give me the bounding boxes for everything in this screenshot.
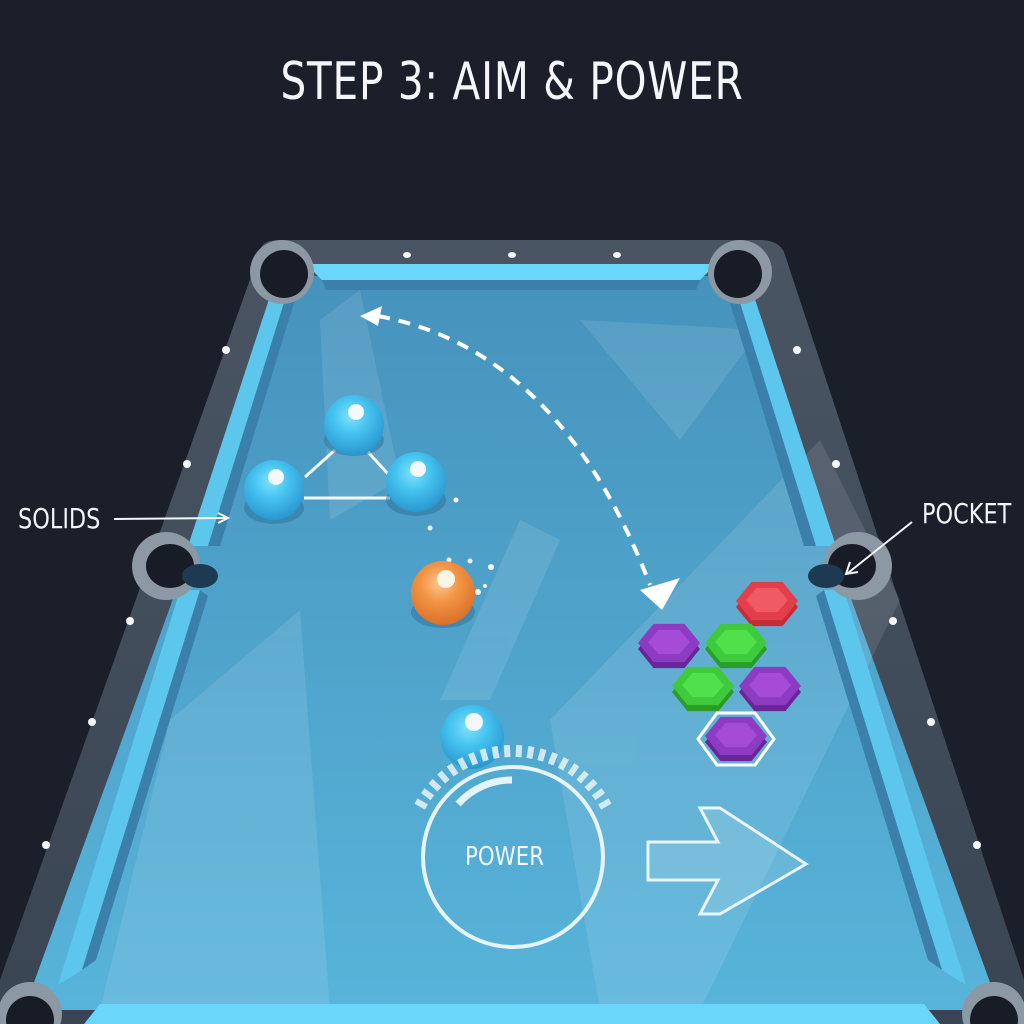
next-arrow-icon [646, 806, 809, 916]
arrowhead-top-icon [360, 306, 382, 326]
cushion-top [306, 264, 716, 280]
sparkles [427, 497, 494, 595]
pockets [0, 240, 1024, 1024]
pocket-label: POCKET [922, 497, 1012, 530]
cushion-right-lower [824, 590, 966, 985]
hex-target-purple[interactable] [696, 711, 776, 767]
hex-target-red[interactable] [736, 581, 798, 627]
cushion-right-upper [736, 290, 836, 546]
hex-target-green[interactable] [705, 623, 767, 669]
hex-target-purple[interactable] [739, 666, 801, 712]
cushion-bottom [84, 1004, 940, 1024]
solid-balls [244, 395, 446, 524]
hex-target-green[interactable] [672, 666, 734, 712]
target-ball [411, 561, 475, 628]
power-button-label[interactable]: POWER [465, 842, 545, 872]
arrowhead-bottom-icon [640, 578, 680, 610]
solids-triangle [303, 448, 390, 500]
cushion-left-upper [188, 290, 288, 546]
rail-diamonds [42, 252, 981, 849]
annotation-arrows [113, 512, 913, 576]
cushion-left-lower [58, 590, 200, 985]
solids-label: SOLIDS [18, 502, 101, 535]
cue-ball [440, 705, 504, 769]
table-felt [24, 276, 1000, 1010]
aim-trajectory [377, 314, 652, 586]
page-title: STEP 3: AIM & POWER [280, 52, 744, 112]
power-meter[interactable] [414, 745, 612, 949]
hex-target-purple[interactable] [638, 623, 700, 669]
hex-targets [638, 581, 801, 767]
